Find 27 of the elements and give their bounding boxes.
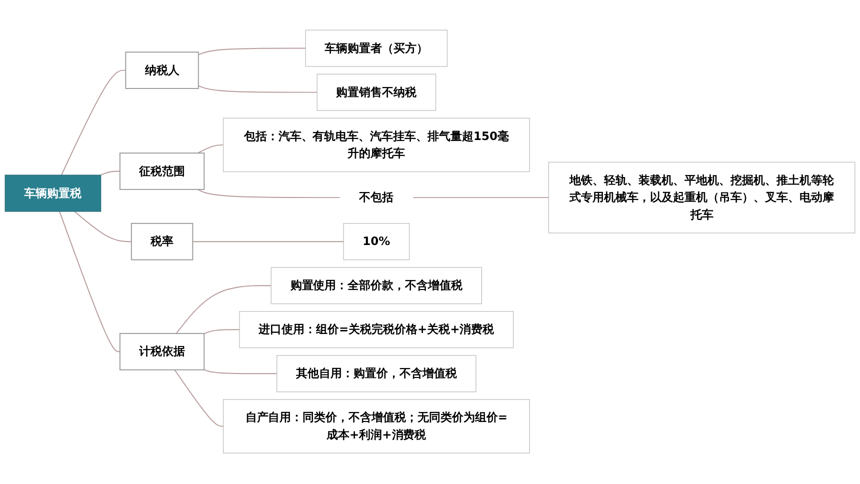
node-box: 车辆购置税 xyxy=(4,175,102,212)
node-box: 进口使用：组价=关税完税价格+关税+消费税 xyxy=(239,312,514,349)
node-box: 包括：汽车、有轨电车、汽车挂车、排气量超150毫升的摩托车 xyxy=(222,118,530,172)
node-box: 10% xyxy=(343,224,410,260)
node-box: 其他自用：购置价，不含增值税 xyxy=(276,356,476,393)
node-box: 计税依据 xyxy=(119,333,205,371)
node-box: 购置销售不纳税 xyxy=(316,74,436,112)
connector xyxy=(198,86,318,94)
node-box: 税率 xyxy=(130,223,194,261)
node-box: 地铁、轻轨、装载机、平地机、挖掘机、推土机等轮式专用机械车，以及起重机（吊车）、叉车、电动摩托车 xyxy=(548,162,856,234)
connector xyxy=(204,370,278,375)
node-box: 自产自用：同类价，不含增值税；无同类价为组价=成本+利润+消费税 xyxy=(222,400,530,454)
node-box: 纳税人 xyxy=(125,52,199,90)
connector xyxy=(204,330,240,335)
connector xyxy=(60,70,126,176)
connector xyxy=(198,48,306,56)
connector xyxy=(197,189,341,198)
connector xyxy=(59,211,120,353)
node-text: 不包括 xyxy=(359,191,394,205)
connector xyxy=(100,171,120,176)
node-box: 车辆购置者（买方） xyxy=(305,30,448,68)
node-box: 征税范围 xyxy=(119,153,205,190)
connector xyxy=(174,370,224,428)
node-box: 购置使用：全部价款，不含增值税 xyxy=(270,268,482,305)
connector xyxy=(197,144,224,154)
connector xyxy=(176,286,272,334)
connector xyxy=(74,211,132,242)
